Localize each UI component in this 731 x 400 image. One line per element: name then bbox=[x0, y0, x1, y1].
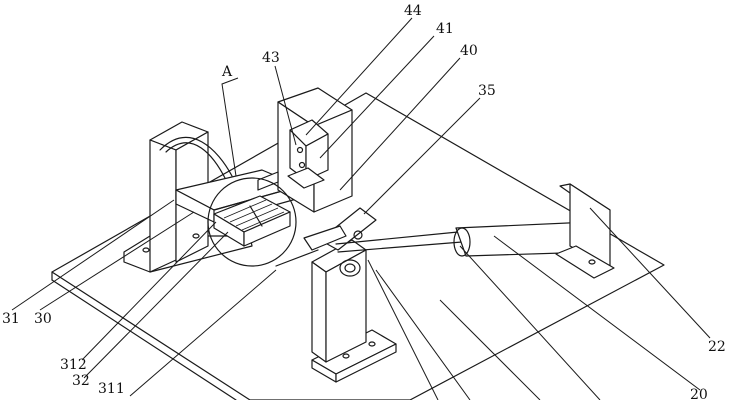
label-312: 312 bbox=[60, 357, 87, 373]
link-rod bbox=[275, 249, 319, 267]
label-43: 43 bbox=[262, 50, 280, 66]
rear-clamp-block bbox=[257, 87, 353, 213]
label-31: 31 bbox=[2, 311, 20, 327]
label-311: 311 bbox=[98, 381, 125, 397]
leader-lines bbox=[11, 17, 711, 400]
label-41: 41 bbox=[436, 21, 454, 37]
reference-labels: 44 41 43 40 A 35 31 30 312 32 311 22 20 bbox=[2, 3, 726, 400]
right-bracket bbox=[555, 183, 615, 279]
front-stand bbox=[311, 207, 397, 383]
label-32: 32 bbox=[72, 373, 90, 389]
label-a: A bbox=[221, 64, 233, 80]
label-44: 44 bbox=[404, 3, 422, 19]
label-30: 30 bbox=[34, 311, 52, 327]
label-22: 22 bbox=[708, 339, 726, 355]
detail-circle-a bbox=[207, 177, 297, 267]
label-35: 35 bbox=[478, 83, 496, 99]
label-20: 20 bbox=[690, 387, 708, 400]
label-40: 40 bbox=[460, 43, 478, 59]
